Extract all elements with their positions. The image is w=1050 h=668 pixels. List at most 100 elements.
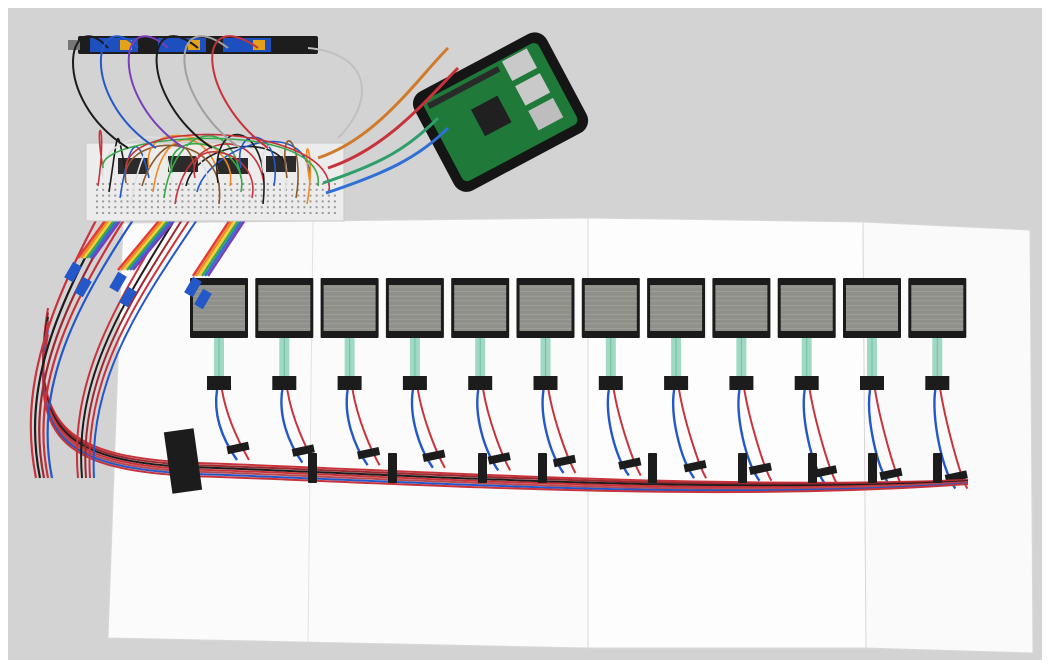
jumper-connector — [119, 286, 137, 308]
sensor-lead-red — [808, 389, 838, 484]
breadboard-hole — [211, 194, 214, 197]
breadboard-hole — [248, 200, 251, 203]
breadboard-hole — [175, 183, 178, 185]
connector-clip — [468, 376, 493, 390]
jumper-connector — [74, 276, 92, 298]
breadboard-hole — [187, 194, 190, 197]
breadboard-hole — [157, 194, 159, 197]
breadboard-hole — [132, 206, 135, 209]
breadboard-hole — [144, 206, 147, 209]
jumper-wire — [284, 140, 299, 199]
breadboard-hole — [254, 188, 257, 191]
breadboard-hole — [327, 212, 330, 214]
breadboard-hole — [248, 194, 251, 197]
breadboard-hole — [254, 200, 257, 203]
breadboard-hole — [291, 206, 294, 209]
breadboard-hole — [303, 212, 306, 214]
breadboard-hole — [309, 206, 312, 209]
sensor-lead-red — [743, 389, 773, 482]
breadboard-hole — [254, 212, 257, 214]
breadboard-hole — [224, 212, 227, 214]
breadboard-hole — [321, 200, 324, 203]
bundle-wire — [42, 325, 969, 490]
breadboard-hole — [181, 188, 184, 191]
sensor-lead-blue — [345, 389, 369, 466]
bundle-wire — [42, 334, 969, 494]
breadboard-hole — [138, 188, 141, 191]
usb-port — [501, 48, 538, 81]
sensor-lead-red — [547, 389, 577, 474]
breadboard-hole — [199, 188, 202, 191]
breadboard-hole — [303, 206, 306, 209]
riser-wire — [80, 192, 192, 479]
breadboard-hole — [236, 183, 239, 185]
pin-header — [68, 40, 80, 50]
loop-wire — [307, 47, 363, 139]
loop-wire — [72, 35, 129, 149]
adc-header — [253, 40, 265, 50]
breadboard-hole — [138, 194, 141, 197]
breadboard-hole — [120, 212, 123, 214]
breadboard-hole — [315, 194, 318, 197]
bundle-wire — [42, 307, 969, 484]
jumper-wire — [174, 143, 265, 205]
force-sensor — [516, 278, 577, 474]
breadboard-hole — [333, 183, 336, 185]
breadboard-hole — [309, 188, 312, 191]
breadboard-hole — [150, 194, 153, 197]
force-sensor — [320, 278, 381, 466]
tape-tag — [748, 462, 772, 475]
ic-chip — [118, 158, 148, 174]
jumper-wire — [141, 143, 196, 187]
breadboard-hole — [181, 183, 184, 185]
breadboard-hole — [193, 200, 196, 203]
breadboard-hole — [205, 212, 208, 214]
breadboard-hole — [169, 188, 172, 191]
cable-tie — [538, 453, 547, 483]
breadboard-hole — [114, 188, 117, 191]
breadboard-hole — [297, 200, 300, 203]
breadboard-hole — [309, 212, 312, 214]
breadboard-hole — [157, 188, 159, 191]
breadboard-hole — [138, 200, 141, 203]
breadboard-hole — [321, 188, 324, 191]
breadboard-hole — [230, 183, 233, 185]
breadboard-hole — [315, 183, 318, 185]
bundle-wire — [42, 321, 969, 489]
breadboard-hole — [211, 200, 214, 203]
pi-link-wire — [322, 116, 440, 185]
sensor-pad — [323, 285, 376, 331]
sensor-pad — [715, 285, 768, 331]
sensor-lead-blue — [410, 389, 434, 469]
breadboard-hole — [193, 194, 196, 197]
jumper-connector — [184, 276, 202, 298]
sensor-pad — [846, 285, 898, 331]
breadboard-hole — [291, 188, 294, 191]
breadboard-hole — [230, 206, 233, 209]
pi-link-wire — [317, 46, 450, 160]
breadboard-hole — [175, 188, 178, 191]
breadboard-hole — [303, 188, 306, 191]
breadboard-hole — [169, 212, 172, 214]
connector-clip — [272, 376, 297, 390]
breadboard-hole — [163, 212, 166, 214]
breadboard-hole — [211, 183, 214, 185]
breadboard-hole — [224, 194, 227, 197]
breadboard-hole — [126, 212, 129, 214]
riser-wire — [84, 192, 200, 479]
breadboard-hole — [150, 212, 153, 214]
cable-tie — [648, 453, 657, 483]
breadboard-hole — [205, 194, 208, 197]
cable-tie — [808, 453, 817, 483]
connector-clip — [925, 376, 950, 390]
sensor-lead-blue — [672, 389, 696, 479]
tape-tag — [422, 449, 446, 462]
breadboard-hole — [230, 188, 233, 191]
breadboard-hole — [315, 212, 318, 214]
breadboard-hole — [327, 200, 330, 203]
breadboard-hole — [157, 200, 159, 203]
sensor-pad — [780, 285, 833, 331]
jumper-wire — [185, 145, 288, 187]
breadboard-hole — [218, 206, 220, 209]
breadboard-hole — [272, 212, 275, 214]
